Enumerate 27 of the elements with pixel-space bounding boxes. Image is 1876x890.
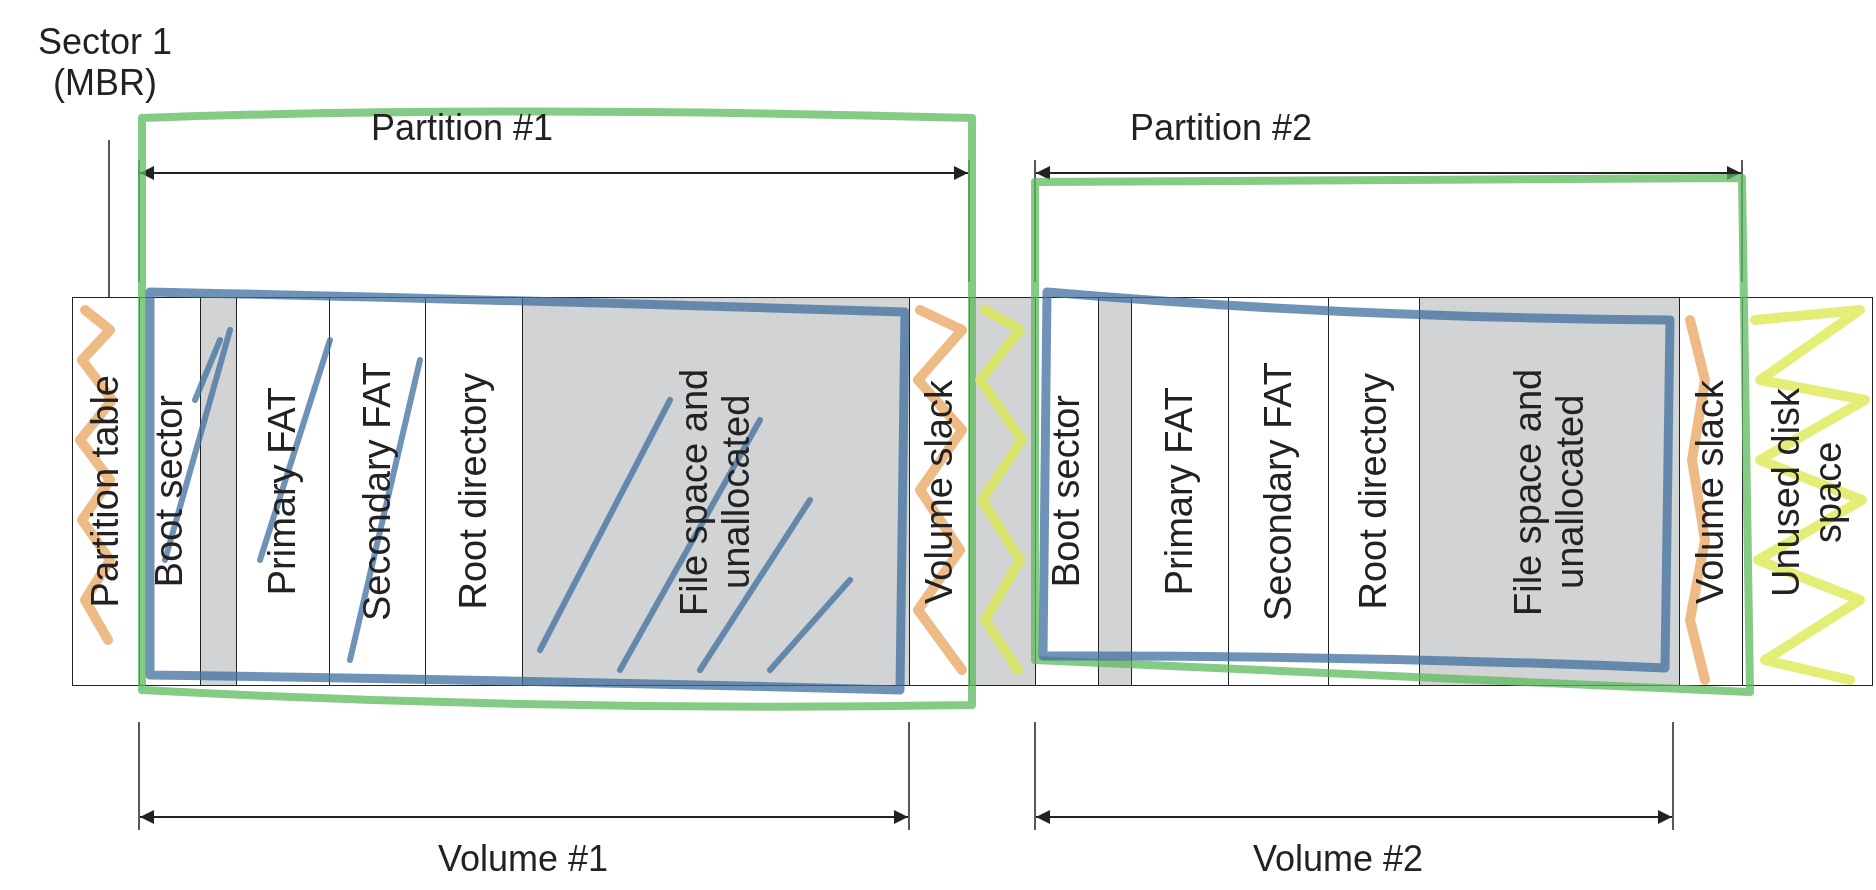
region-label: Boot sector — [1046, 395, 1088, 588]
region-label: Secondary FAT — [1257, 361, 1300, 622]
region-label: Primary FAT — [262, 387, 304, 596]
dimension-label: Volume #2 — [1252, 838, 1424, 880]
dimension-label: Partition #2 — [1129, 107, 1313, 149]
region-label: Unused disk space — [1765, 385, 1850, 599]
disk-region-cell — [1328, 297, 1419, 686]
disk-region-cell — [522, 297, 909, 686]
region-label: Volume slack — [1690, 379, 1732, 604]
disk-region-cell — [1228, 297, 1328, 686]
region-label: Partition table — [85, 375, 127, 608]
region-label: File space and unallocated — [674, 366, 758, 618]
region-label: Volume slack — [918, 379, 961, 604]
region-label: Boot sector — [149, 395, 191, 588]
region-label: Root directory — [1353, 373, 1395, 610]
disk-region-cell — [200, 297, 236, 686]
sector-label: Sector 1 (MBR) — [25, 20, 185, 104]
leader-line — [108, 139, 110, 298]
disk-region-cell — [1419, 297, 1679, 686]
region-label: Root directory — [453, 373, 495, 610]
region-label: Primary FAT — [1159, 387, 1201, 596]
region-label: File space and unallocated — [1507, 366, 1592, 618]
disk-region-cell — [1131, 297, 1228, 686]
dimension-label: Volume #1 — [437, 838, 609, 880]
disk-region-cell — [236, 297, 329, 686]
region-label: Secondary FAT — [356, 361, 399, 622]
dimension-label: Partition #1 — [370, 107, 554, 149]
